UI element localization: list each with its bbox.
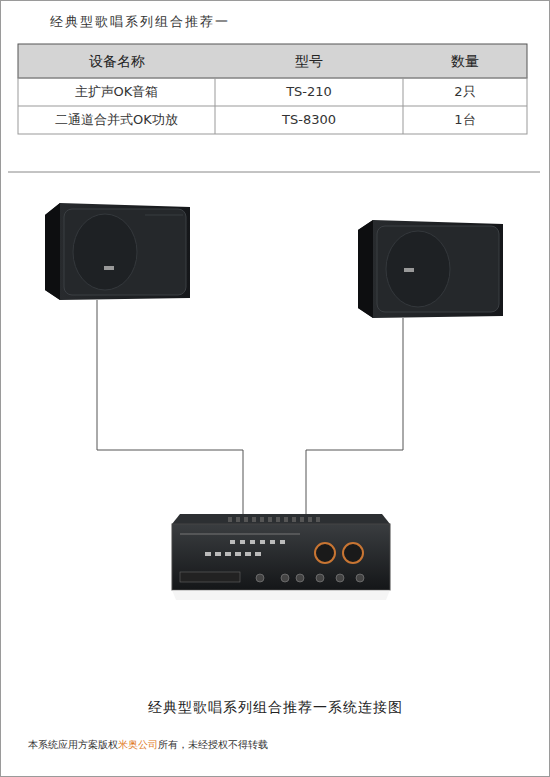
copyright-text: 本系统应用方案版权 [28,739,118,750]
table-cell: 二通道合并式OK功放 [18,112,215,128]
copyright-text: 所有，未经授权不得转载 [158,739,268,750]
table-header: 型号 [215,53,403,69]
table-cell: 2只 [403,84,527,100]
divider-line [8,172,540,173]
amplifier-illustration [172,514,390,600]
speaker-illustration [45,203,190,300]
diagram-caption: 经典型歌唱系列组合推荐一系统连接图 [0,699,550,717]
equipment-table [18,44,527,134]
table-cell: 主扩声OK音箱 [18,84,215,100]
speaker-wire [306,318,403,514]
company-name: 米奥公司 [118,739,158,750]
table-cell: 1台 [403,112,527,128]
table-cell: TS-8300 [215,112,403,128]
table-header: 数量 [403,53,527,69]
table-header: 设备名称 [18,53,215,69]
page-title: 经典型歌唱系列组合推荐一 [50,13,230,31]
footer-note: 本系统应用方案版权米奥公司所有，未经授权不得转载 [28,738,268,752]
speaker-wire [97,300,243,514]
table-cell: TS-210 [215,84,403,100]
speaker-illustration [358,220,503,318]
